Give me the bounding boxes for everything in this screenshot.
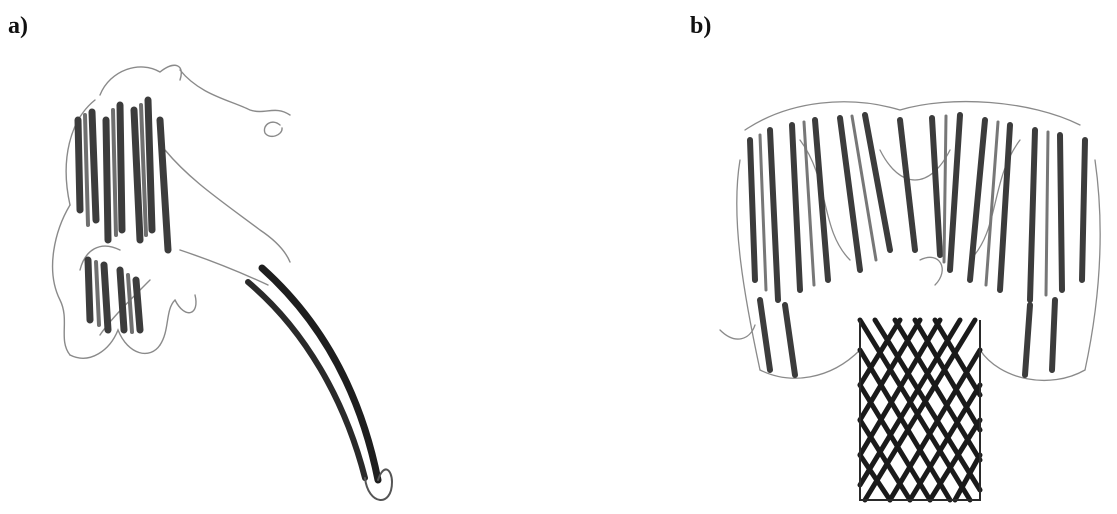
protein-pore-illustration [700, 0, 1117, 514]
protein-monomer-illustration [0, 0, 540, 514]
